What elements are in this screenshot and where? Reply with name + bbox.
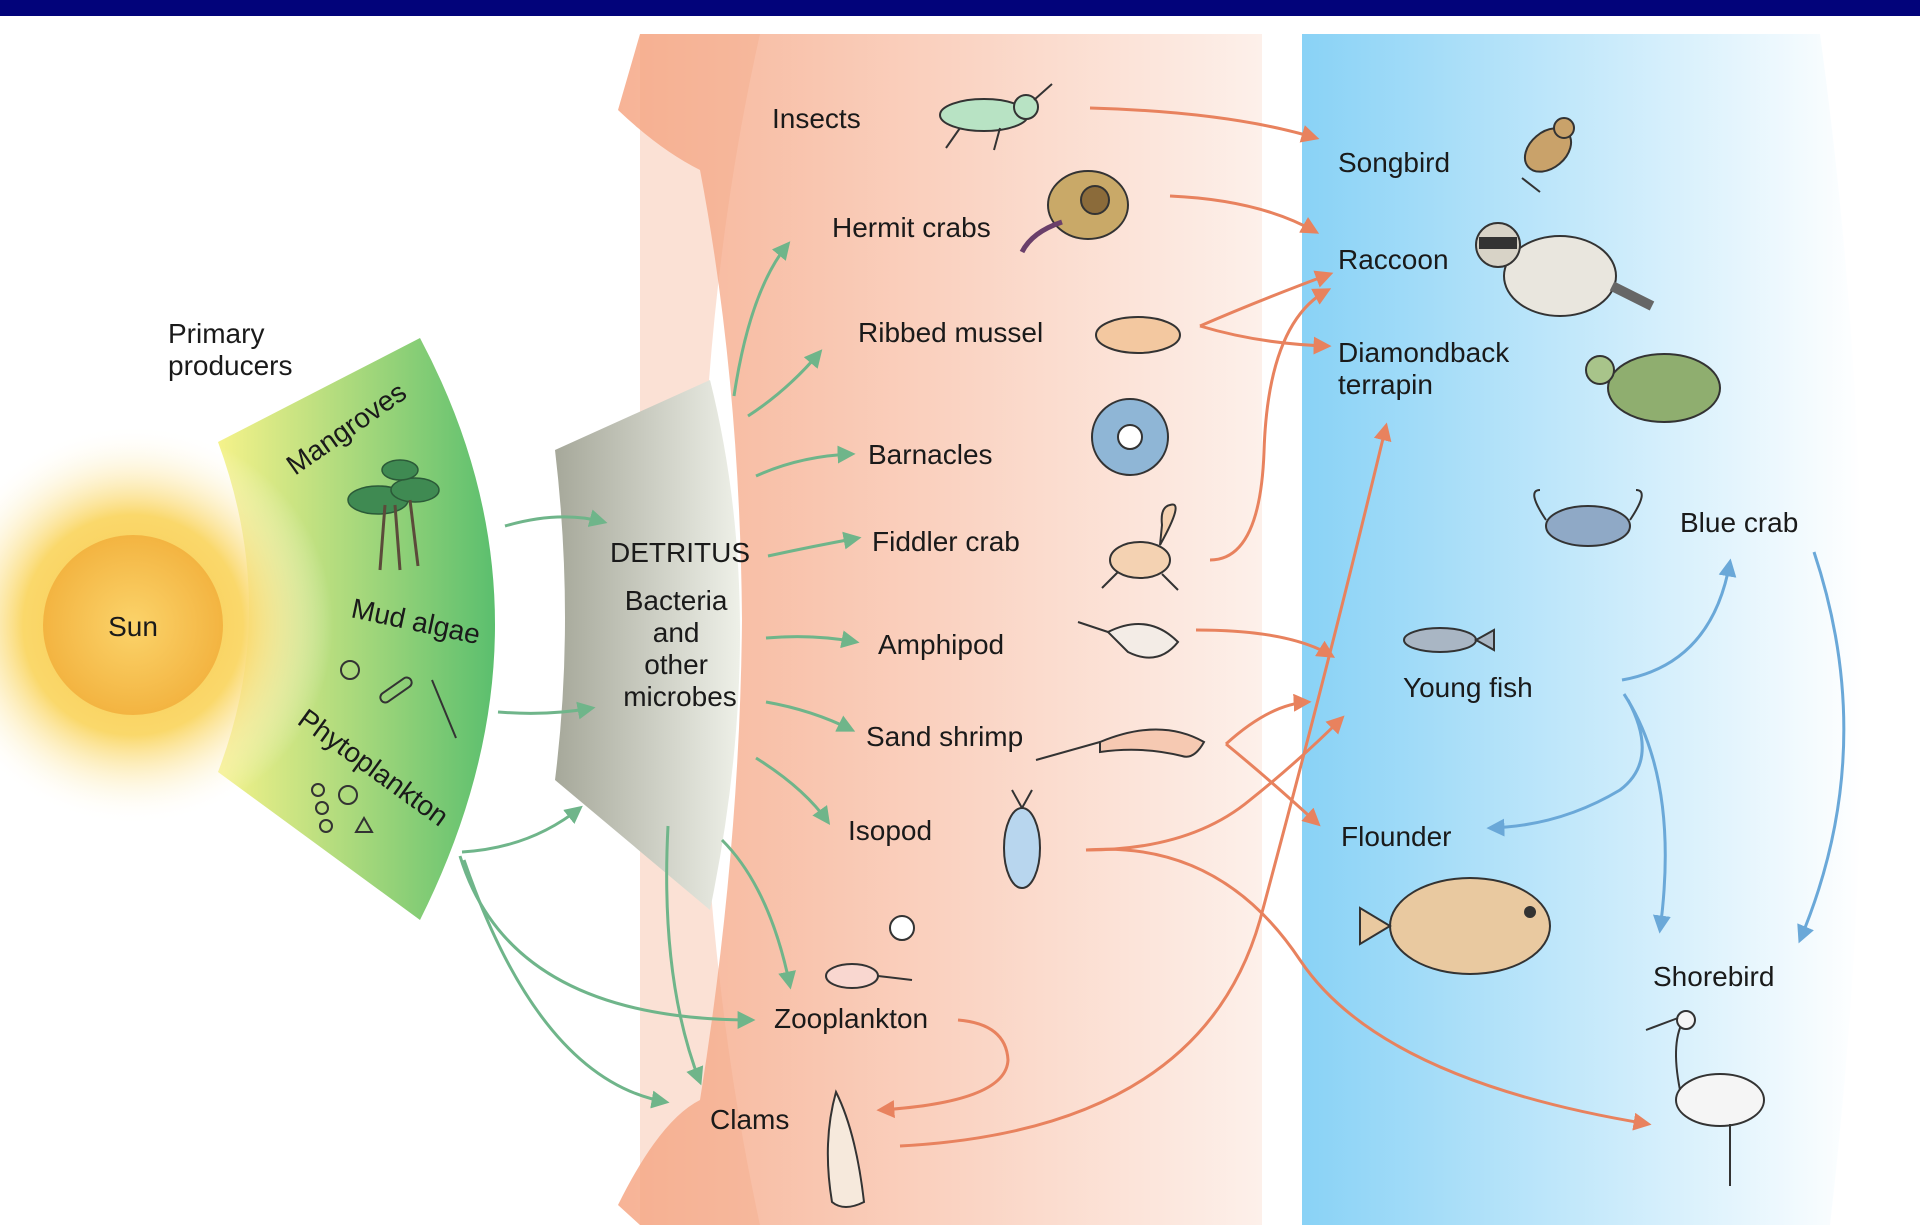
young-fish-label: Young fish [1403, 672, 1533, 703]
top-bar [0, 0, 1920, 16]
microbes-line4: microbes [623, 681, 737, 712]
microbes-line2: and [653, 617, 700, 648]
microbes-line3: other [644, 649, 708, 680]
raccoon-label: Raccoon [1338, 244, 1449, 275]
primary-producers-line2: producers [168, 350, 293, 381]
barnacle-icon [1092, 399, 1168, 475]
arrow-phyto-detritus [462, 808, 580, 852]
predator-band [1302, 34, 1863, 1225]
barnacles-label: Barnacles [868, 439, 993, 470]
detritus-label: DETRITUS [610, 537, 750, 568]
flounder-label: Flounder [1341, 821, 1452, 852]
terrapin-line2: terrapin [1338, 369, 1433, 400]
terrapin-line1: Diamondback [1338, 337, 1510, 368]
microbes-line1: Bacteria [625, 585, 728, 616]
sand-shrimp-label: Sand shrimp [866, 721, 1023, 752]
insects-label: Insects [772, 103, 861, 134]
isopod-label: Isopod [848, 815, 932, 846]
zooplankton-label: Zooplankton [774, 1003, 928, 1034]
amphipod-label: Amphipod [878, 629, 1004, 660]
primary-producers-label: Primary producers [168, 318, 293, 381]
ribbed-mussel-label: Ribbed mussel [858, 317, 1043, 348]
hermit-crabs-label: Hermit crabs [832, 212, 991, 243]
ribbed-mussel-icon [1096, 317, 1180, 353]
fiddler-crab-label: Fiddler crab [872, 526, 1020, 557]
songbird-label: Songbird [1338, 147, 1450, 178]
blue-crab-label: Blue crab [1680, 507, 1798, 538]
shorebird-label: Shorebird [1653, 961, 1774, 992]
arrow-phyto-clams [464, 860, 666, 1102]
sun-label: Sun [108, 611, 158, 642]
detritus-band [555, 380, 740, 910]
primary-producers-line1: Primary [168, 318, 264, 349]
clams-label: Clams [710, 1104, 789, 1135]
